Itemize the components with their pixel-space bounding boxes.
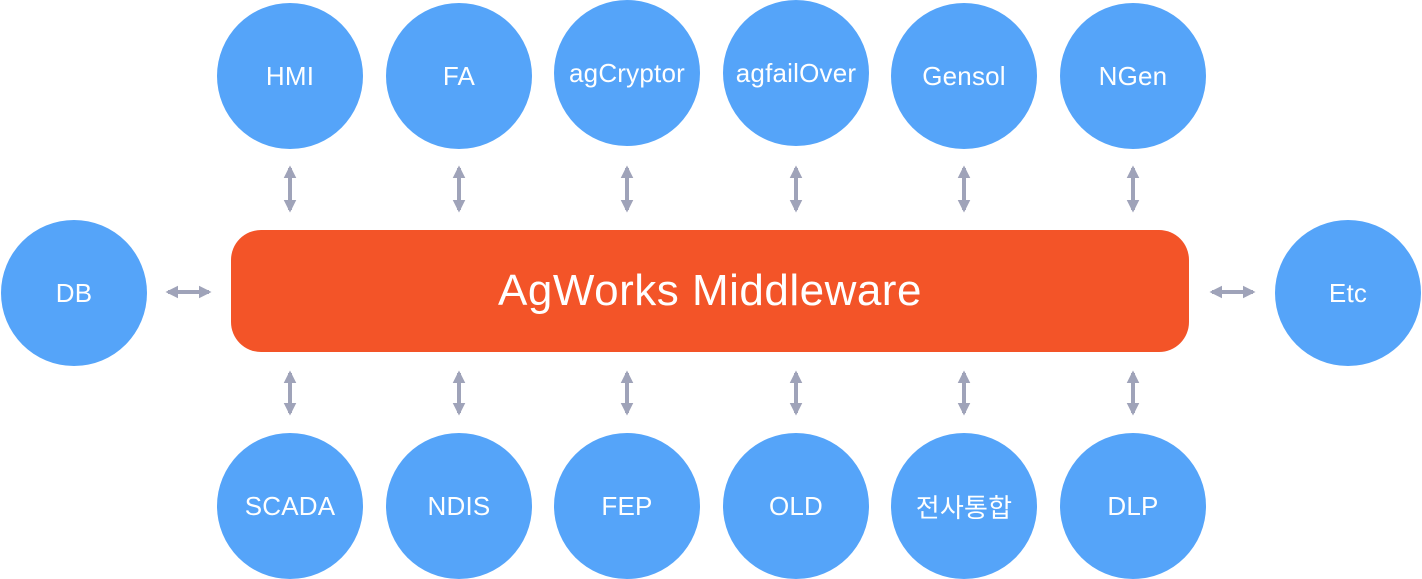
node-etc-label: Etc <box>1328 277 1368 308</box>
node-enterprise-integration-label: 전사통합 <box>915 492 1013 523</box>
middleware-hub-label: AgWorks Middleware <box>498 266 922 315</box>
node-old-label: OLD <box>768 490 824 521</box>
node-ngen-label: NGen <box>1098 60 1168 91</box>
node-fep-label: FEP <box>601 490 653 521</box>
node-dlp-label: DLP <box>1107 490 1159 521</box>
node-fep: FEP <box>554 433 700 579</box>
node-agfailover: agfailOver <box>723 0 869 146</box>
node-ngen: NGen <box>1060 3 1206 149</box>
node-enterprise-integration: 전사통합 <box>891 433 1037 579</box>
node-hmi-label: HMI <box>265 60 315 91</box>
node-old: OLD <box>723 433 869 579</box>
node-etc: Etc <box>1275 220 1421 366</box>
node-fa-label: FA <box>442 60 476 91</box>
node-agcryptor: agCryptor <box>554 0 700 146</box>
node-scada-label: SCADA <box>244 490 336 521</box>
node-scada: SCADA <box>217 433 363 579</box>
node-db: DB <box>1 220 147 366</box>
node-agcryptor-label: agCryptor <box>569 57 685 88</box>
node-agfailover-label: agfailOver <box>735 57 857 88</box>
middleware-hub: AgWorks Middleware <box>231 230 1189 352</box>
node-dlp: DLP <box>1060 433 1206 579</box>
node-ndis-label: NDIS <box>427 490 491 521</box>
node-fa: FA <box>386 3 532 149</box>
node-gensol: Gensol <box>891 3 1037 149</box>
node-db-label: DB <box>55 277 93 308</box>
node-hmi: HMI <box>217 3 363 149</box>
node-gensol-label: Gensol <box>922 60 1006 91</box>
node-ndis: NDIS <box>386 433 532 579</box>
